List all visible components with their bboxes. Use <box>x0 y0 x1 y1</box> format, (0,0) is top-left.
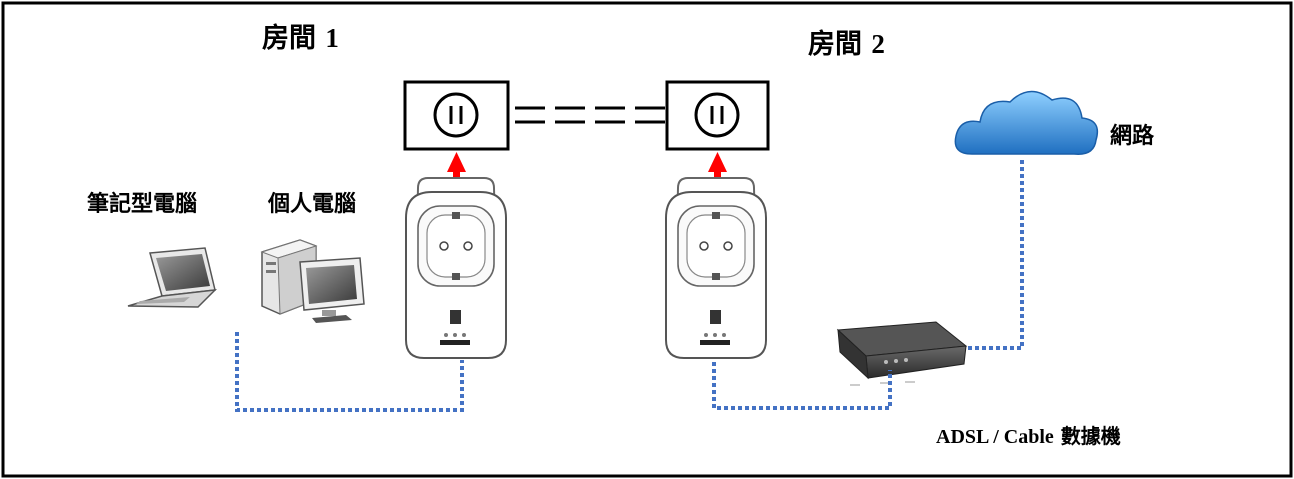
ethernet-line-room2 <box>712 362 892 410</box>
room-1-label: 房間 1 <box>262 16 339 55</box>
modem-label-type: ADSL / Cable <box>936 426 1054 448</box>
ethernet-line-room1 <box>235 332 464 412</box>
internet-cloud-icon <box>954 90 1099 155</box>
wall-outlet-icon <box>665 80 770 151</box>
desktop-pc-icon <box>260 239 365 323</box>
powerline-link <box>515 106 665 124</box>
modem-label-device: 數據機 <box>1060 424 1121 448</box>
room-1-number: 1 <box>325 23 339 53</box>
modem-icon <box>836 321 968 386</box>
internet-label: 網路 <box>1110 124 1155 149</box>
room-1-name: 房間 <box>262 23 316 54</box>
wall-outlet-icon <box>403 80 510 151</box>
desktop-label: 個人電腦 <box>268 192 357 217</box>
ethernet-line-modem-cloud <box>968 160 1024 350</box>
room-2-label: 房間 2 <box>808 22 885 61</box>
laptop-icon <box>127 247 218 308</box>
laptop-label: 筆記型電腦 <box>87 192 198 217</box>
room-2-name: 房間 <box>808 29 862 60</box>
modem-label: ADSL / Cable 數據機 <box>936 420 1121 449</box>
powerline-adapter-icon <box>665 177 767 359</box>
ethernet-connection <box>235 160 1024 412</box>
powerline-adapter-icon <box>405 177 507 359</box>
room-2-number: 2 <box>871 29 885 59</box>
